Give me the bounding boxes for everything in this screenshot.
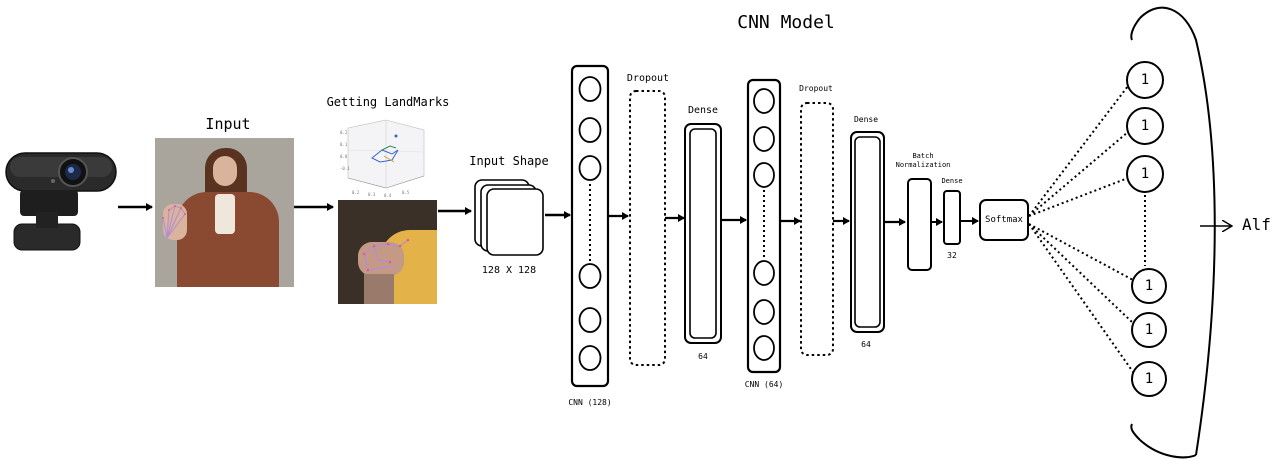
- cnn-128-label: CNN (128): [568, 398, 612, 407]
- svg-text:0.4: 0.4: [384, 193, 392, 198]
- output-neuron: [1131, 361, 1167, 397]
- output-label: Alf: [1242, 215, 1271, 234]
- svg-text:0.2: 0.2: [340, 130, 348, 135]
- neuron: [578, 307, 602, 333]
- neuron: [578, 117, 602, 143]
- output-node-label: 1: [1144, 278, 1154, 294]
- input-shape-size: 128 X 128: [481, 265, 537, 276]
- photo-hand-landmarks: [362, 238, 410, 272]
- dense-1-block: [684, 123, 722, 344]
- dense-3-units: 32: [947, 251, 957, 260]
- person-face: [213, 156, 237, 186]
- softmax-block: [979, 199, 1029, 241]
- output-node-label: 1: [1144, 322, 1154, 338]
- svg-text:0.3: 0.3: [368, 192, 376, 197]
- output-neuron: [1131, 312, 1167, 348]
- input-shape-stack: [474, 179, 544, 256]
- neuron: [578, 155, 602, 181]
- dropout-2-block: [800, 102, 834, 356]
- softmax-label: Softmax: [985, 215, 1023, 225]
- neuron: [753, 260, 775, 286]
- neuron: [578, 76, 602, 102]
- dense-2-block: [850, 131, 885, 333]
- hand-landmarks-overlay: [162, 205, 186, 239]
- neuron: [753, 162, 775, 188]
- softmax-connections: [1028, 85, 1146, 373]
- batch-norm-label-line1: Batch: [912, 152, 934, 160]
- input-webcam-frame: [155, 138, 294, 287]
- neuron: [753, 335, 775, 361]
- svg-text:-0.1: -0.1: [340, 166, 350, 171]
- output-node-label: 1: [1140, 118, 1150, 134]
- hand-landmarks-photo: [338, 200, 437, 304]
- dense-1-units: 64: [698, 352, 708, 361]
- person-shirt: [215, 194, 235, 234]
- output-neuron: [1126, 107, 1164, 145]
- output-node-label: 1: [1140, 72, 1150, 88]
- neuron: [753, 299, 775, 325]
- output-neurons: [1126, 61, 1167, 397]
- output-neuron: [1131, 268, 1167, 304]
- photo-wrist: [364, 274, 394, 304]
- dropout-2-label: Dropout: [799, 84, 833, 93]
- webcam-icon: [5, 152, 117, 251]
- dense-3-label: Dense: [941, 177, 963, 185]
- output-layer-bracket: [1139, 6, 1216, 459]
- diagram-title: CNN Model: [737, 12, 835, 33]
- dropout-1-label: Dropout: [626, 73, 670, 84]
- input-shape-label: Input Shape: [469, 154, 549, 168]
- output-neuron: [1126, 61, 1164, 99]
- output-node-label: 1: [1144, 371, 1154, 387]
- landmark-3d-plot: 0.2 0.1 0.0 -0.1 0.2 0.3 0.4 0.5: [338, 117, 436, 199]
- cnn-64-block: [746, 78, 782, 374]
- output-neuron: [1126, 155, 1164, 193]
- svg-text:0.5: 0.5: [402, 190, 410, 195]
- dropout-1-block: [629, 90, 666, 366]
- landmarks-label: Getting LandMarks: [326, 95, 450, 109]
- dense-2-label: Dense: [853, 115, 879, 124]
- neuron: [753, 126, 775, 152]
- cnn-64-label: CNN (64): [744, 380, 784, 389]
- output-node-label: 1: [1140, 166, 1150, 182]
- svg-text:0.0: 0.0: [340, 154, 348, 159]
- batch-norm-label-line2: Normalization: [895, 161, 951, 169]
- input-label: Input: [205, 115, 251, 133]
- dense-2-units: 64: [861, 340, 871, 349]
- batch-normalization-block: [907, 178, 932, 271]
- cnn-128-block: [570, 64, 610, 388]
- svg-text:0.2: 0.2: [352, 190, 360, 195]
- neuron: [578, 263, 602, 289]
- svg-text:0.1: 0.1: [340, 142, 348, 147]
- neuron: [753, 88, 775, 114]
- dense-3-block: [943, 190, 961, 245]
- dense-1-label: Dense: [687, 105, 719, 116]
- neuron: [578, 345, 602, 371]
